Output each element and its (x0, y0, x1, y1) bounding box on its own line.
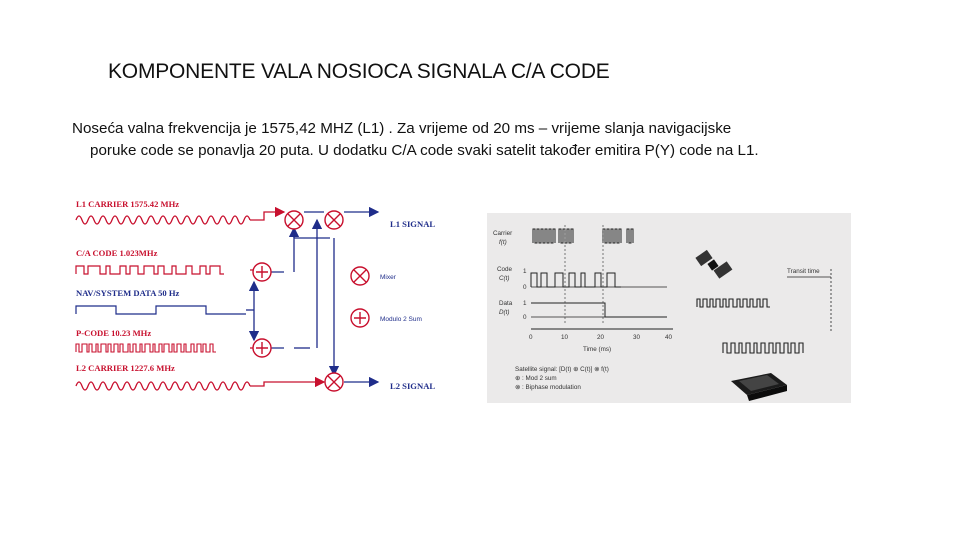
l1-carrier-label: L1 CARRIER 1575.42 MHz (76, 199, 179, 209)
slide-paragraph: Noseća valna frekvencija je 1575,42 MHZ … (72, 118, 932, 162)
data-level-one: 1 (523, 300, 527, 307)
carrier-row-label: Carrier (493, 230, 512, 237)
time-tick: 30 (633, 334, 641, 341)
time-tick: 10 (561, 334, 569, 341)
code-level-zero: 0 (523, 284, 527, 291)
time-tick: 20 (597, 334, 605, 341)
legend-modulo-icon (351, 309, 369, 327)
modulo-sum-icon (253, 263, 271, 281)
time-axis-label: Time (ms) (583, 346, 611, 353)
ca-code-label: C/A CODE 1.023MHz (76, 248, 158, 258)
ca-code-waveform (76, 266, 224, 274)
code-level-one: 1 (523, 268, 527, 275)
mixer-icon (285, 211, 303, 229)
data-symbol: D(t) (499, 309, 510, 316)
satellite-icon (695, 250, 732, 279)
data-waveform (531, 303, 667, 317)
satellite-signal-figure: Carrier f(t) Code C(t) Data D(t) 1 0 1 0… (487, 213, 851, 403)
slide-title: KOMPONENTE VALA NOSIOCA SIGNALA C/A CODE (108, 60, 610, 84)
legend-modulo-label: Modulo 2 Sum (380, 316, 422, 323)
paragraph-line-2: poruke code se ponavlja 20 puta. U dodat… (72, 140, 932, 162)
transit-time-label: Transit time (787, 268, 820, 275)
data-row-label: Data (499, 300, 513, 307)
modulo-sum-icon (253, 339, 271, 357)
legend-mixer-label: Mixer (380, 274, 397, 281)
time-tick: 0 (529, 334, 533, 341)
signal-formula: Satellite signal: [D(t) ⊕ C(t)] ⊗ f(t) (515, 366, 609, 373)
time-tick: 40 (665, 334, 673, 341)
l1-carrier-waveform (76, 216, 250, 224)
code-symbol: C(t) (499, 275, 510, 282)
transmitted-code-waveform (697, 299, 770, 307)
mixer-icon (325, 373, 343, 391)
data-level-zero: 0 (523, 314, 527, 321)
gps-signal-structure-diagram: L1 CARRIER 1575.42 MHz C/A CODE 1.023MHz… (72, 190, 452, 400)
l2-carrier-waveform (76, 382, 250, 390)
p-code-label: P-CODE 10.23 MHz (76, 328, 151, 338)
carrier-symbol: f(t) (499, 239, 507, 246)
l2-signal-label: L2 SIGNAL (390, 381, 435, 391)
mod2-caption: ⊕ : Mod 2 sum (515, 375, 557, 382)
l1-signal-label: L1 SIGNAL (390, 219, 435, 229)
code-waveform (531, 273, 621, 287)
mixer-icon (325, 211, 343, 229)
l2-carrier-label: L2 CARRIER 1227.6 MHz (76, 363, 175, 373)
carrier-waveform (533, 229, 633, 243)
nav-data-label: NAV/SYSTEM DATA 50 Hz (76, 288, 180, 298)
paragraph-line-1: Noseća valna frekvencija je 1575,42 MHZ … (72, 120, 731, 137)
legend-mixer-icon (351, 267, 369, 285)
received-code-waveform (723, 343, 803, 353)
biphase-caption: ⊗ : Biphase modulation (515, 384, 581, 391)
code-row-label: Code (497, 266, 513, 273)
nav-data-waveform (76, 306, 246, 314)
gps-receiver-icon (731, 373, 787, 401)
p-code-waveform (76, 344, 216, 352)
